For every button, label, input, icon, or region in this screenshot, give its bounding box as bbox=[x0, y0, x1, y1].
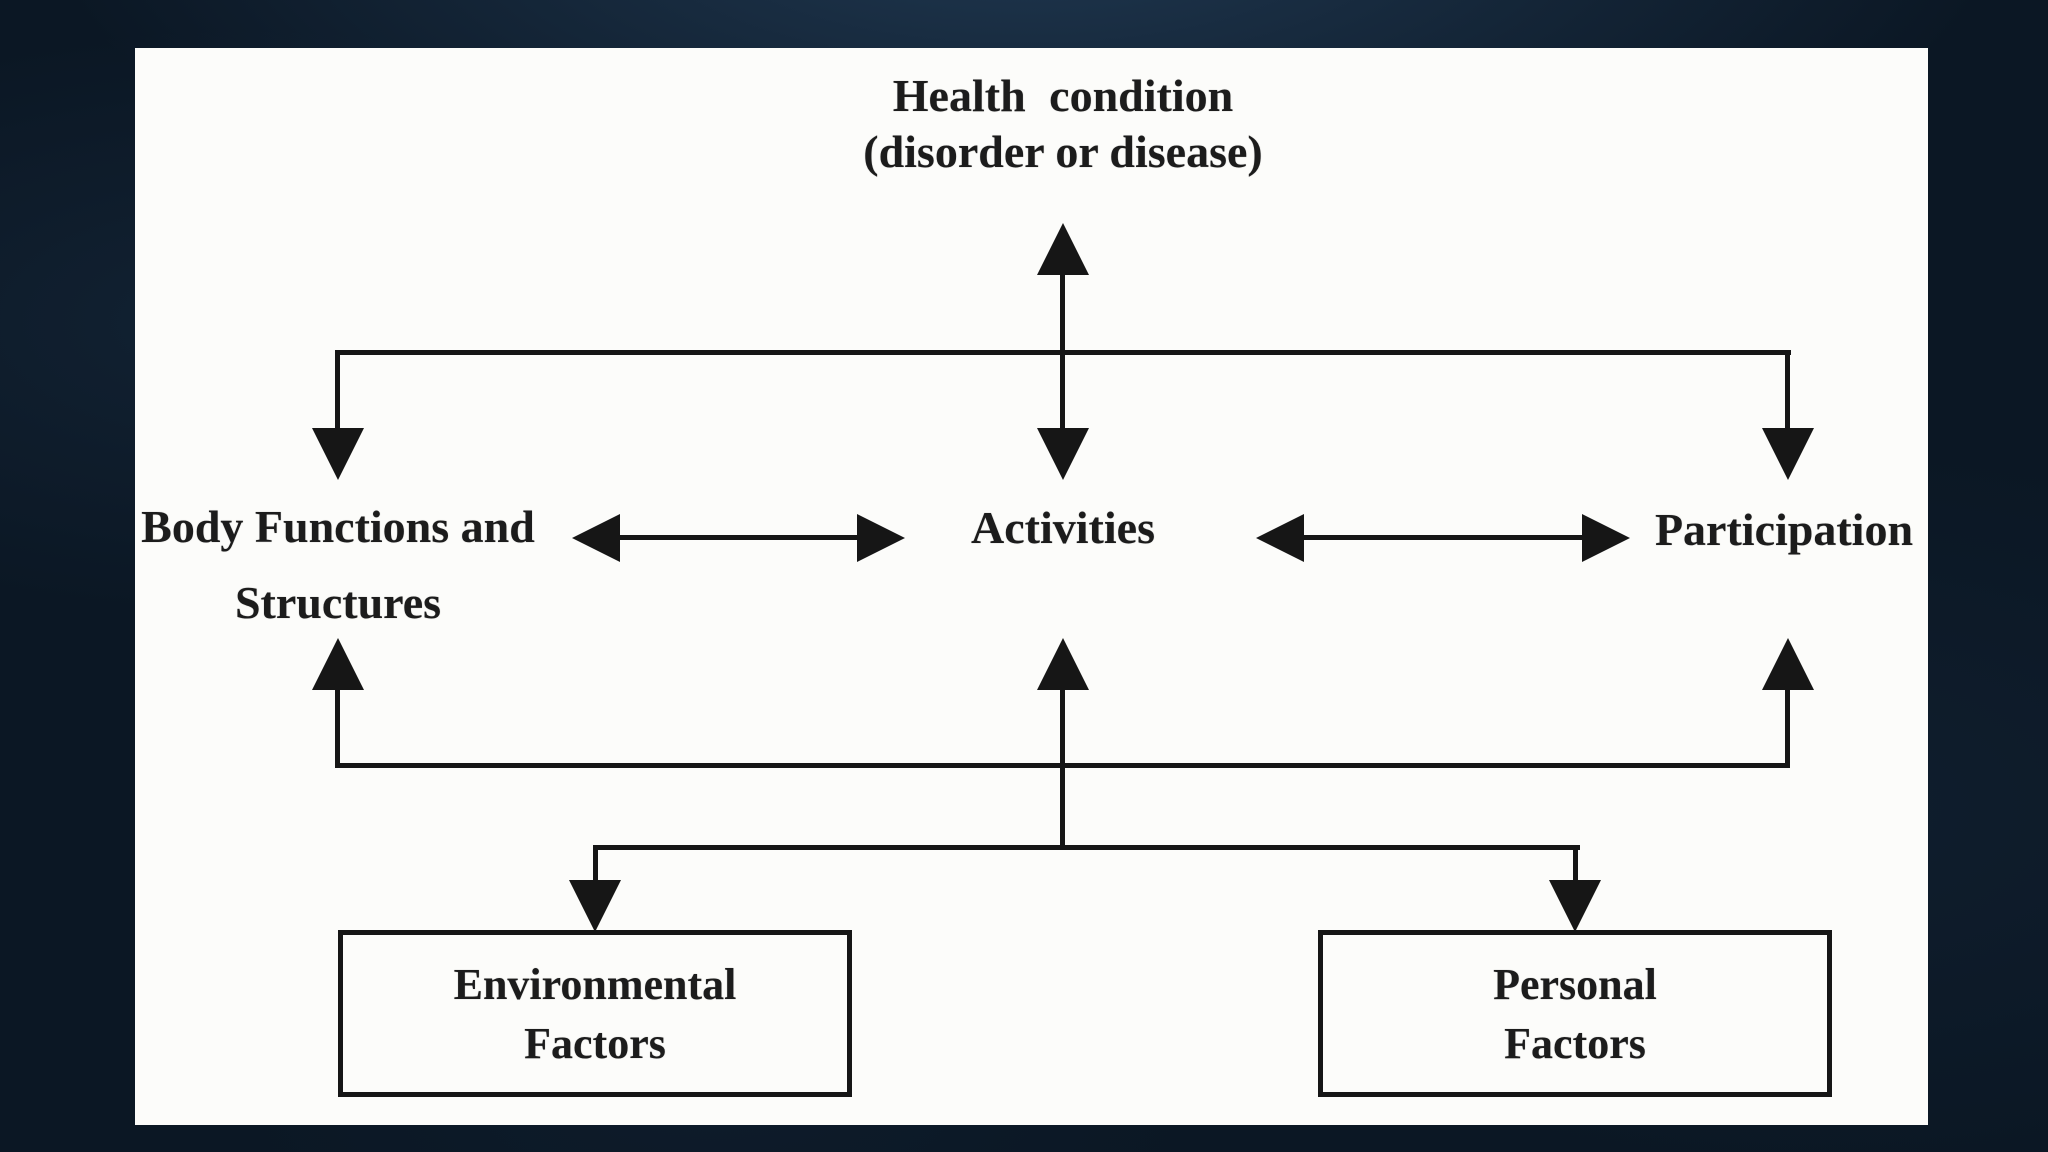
left-up-shaft bbox=[335, 686, 340, 768]
arrowhead-down-to-body-functions bbox=[312, 428, 364, 480]
arrowhead-up-to-health-condition bbox=[1037, 223, 1089, 275]
arrowhead-down-to-participation bbox=[1762, 428, 1814, 480]
activities-label: Activities bbox=[971, 502, 1155, 553]
participation-label: Participation bbox=[1654, 504, 1914, 555]
participation-node: Participation bbox=[1644, 492, 1924, 568]
center-bottom-shaft bbox=[1060, 686, 1065, 850]
body-functions-line2: Structures bbox=[234, 577, 442, 628]
left-drop-shaft bbox=[335, 350, 340, 432]
right-drop-shaft bbox=[1785, 350, 1790, 432]
factors-branch-line bbox=[593, 845, 1580, 850]
health-condition-line2: (disorder or disease) bbox=[863, 126, 1263, 177]
arrowhead-east-to-activities bbox=[857, 514, 905, 562]
left-horizontal-arrow-shaft bbox=[615, 535, 865, 540]
environmental-drop-shaft bbox=[593, 845, 598, 885]
arrowhead-up-to-body-functions bbox=[312, 638, 364, 690]
body-functions-node: Body Functions and Structures bbox=[123, 489, 553, 641]
health-condition-line1: Health condition bbox=[892, 70, 1234, 121]
environmental-line2: Factors bbox=[524, 1018, 666, 1068]
arrowhead-up-to-participation bbox=[1762, 638, 1814, 690]
factors-feedback-line bbox=[335, 763, 1790, 768]
body-functions-line1: Body Functions and bbox=[141, 501, 535, 552]
environmental-factors-box: Environmental Factors bbox=[338, 930, 852, 1097]
arrowhead-down-to-activities bbox=[1037, 428, 1089, 480]
arrowhead-down-to-personal bbox=[1549, 880, 1601, 932]
right-up-shaft bbox=[1785, 686, 1790, 768]
arrowhead-west-to-body-functions bbox=[572, 514, 620, 562]
arrowhead-up-to-activities bbox=[1037, 638, 1089, 690]
personal-line2: Factors bbox=[1504, 1018, 1646, 1068]
activities-node: Activities bbox=[933, 490, 1193, 566]
health-condition-node: Health condition (disorder or disease) bbox=[713, 68, 1413, 180]
arrowhead-east-to-participation bbox=[1582, 514, 1630, 562]
arrowhead-west-to-activities bbox=[1256, 514, 1304, 562]
icf-diagram-panel: Health condition (disorder or disease) B… bbox=[135, 48, 1928, 1125]
personal-drop-shaft bbox=[1573, 845, 1578, 885]
personal-factors-box: Personal Factors bbox=[1318, 930, 1832, 1097]
top-branch-line bbox=[335, 350, 1791, 355]
arrowhead-down-to-environmental bbox=[569, 880, 621, 932]
right-horizontal-arrow-shaft bbox=[1299, 535, 1589, 540]
personal-line1: Personal bbox=[1493, 959, 1657, 1009]
environmental-line1: Environmental bbox=[453, 959, 737, 1009]
